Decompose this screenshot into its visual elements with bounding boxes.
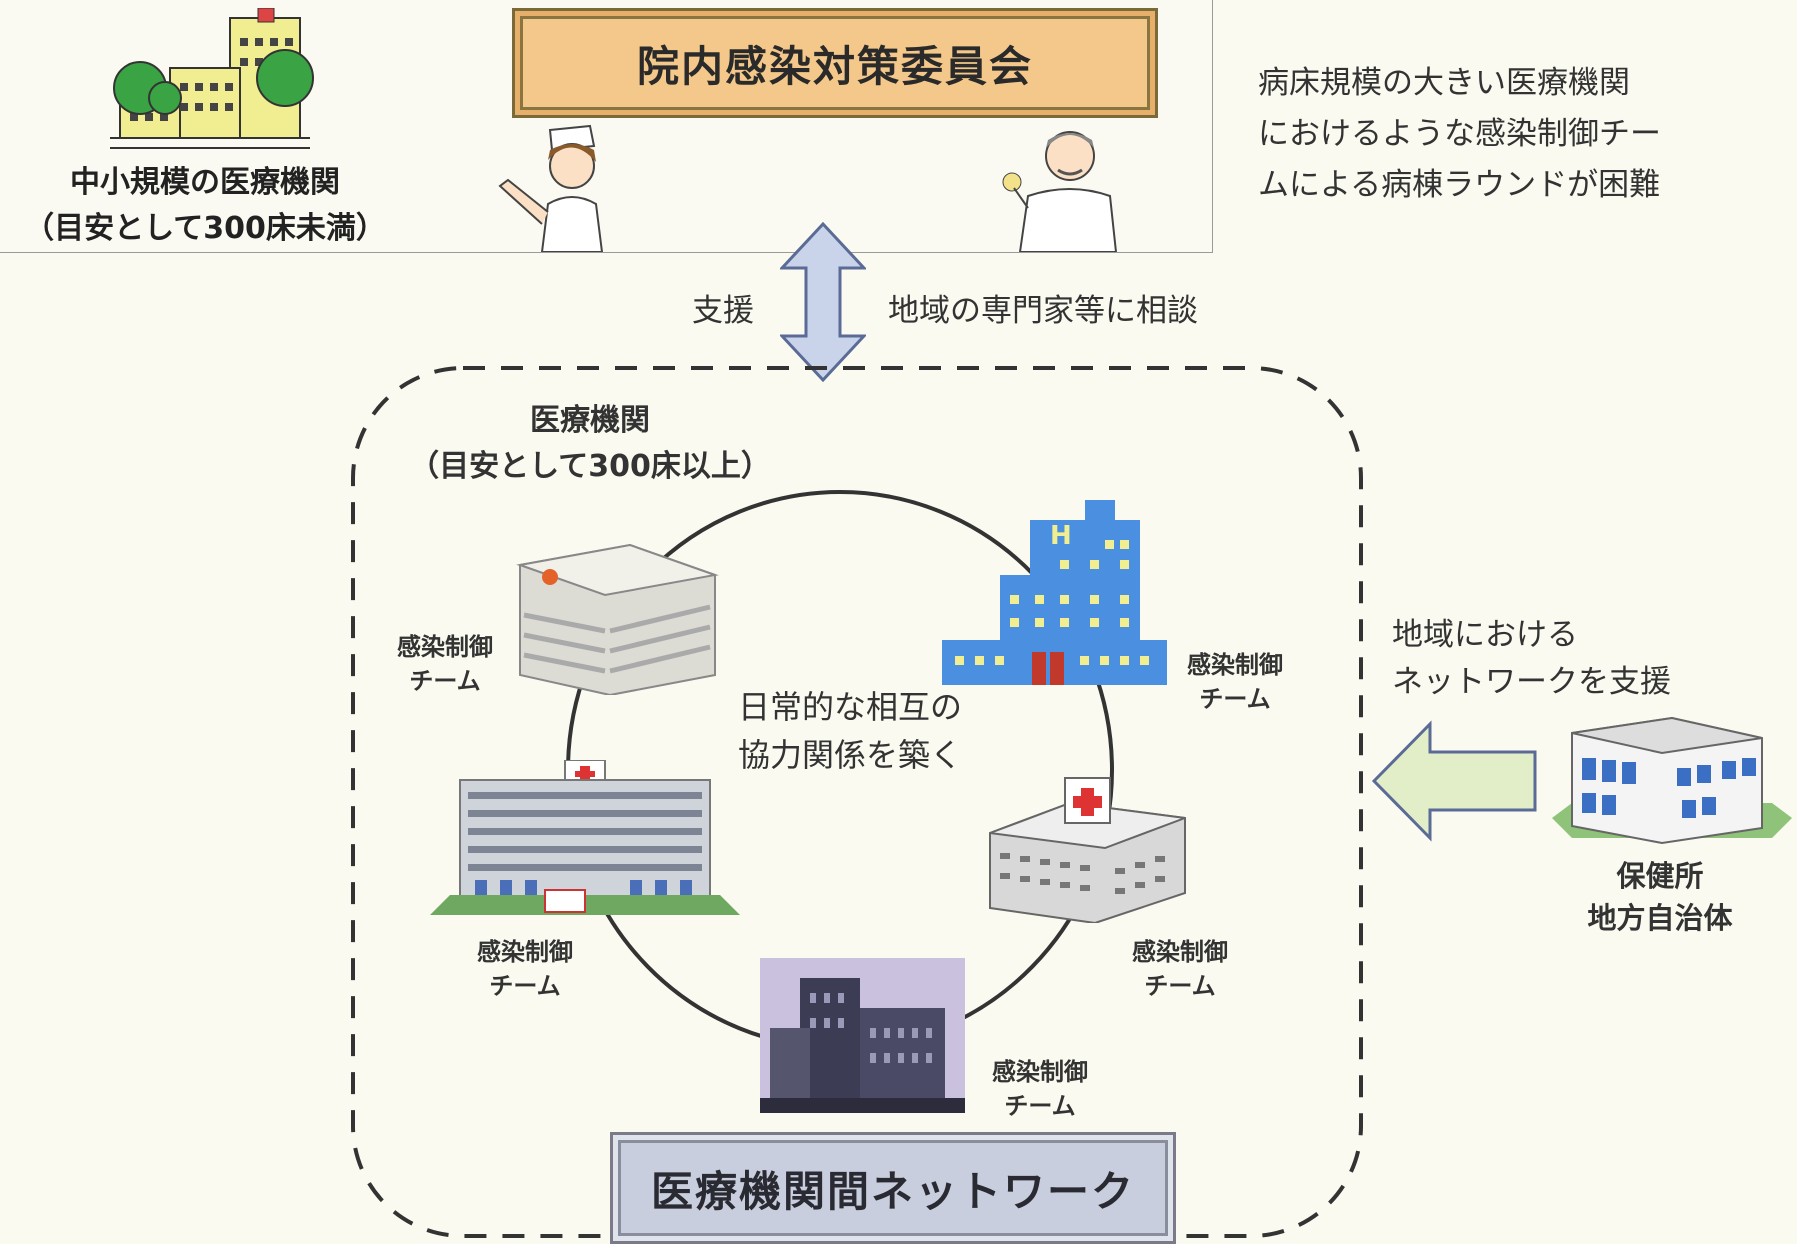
team-label-1: 感染制御 チーム	[370, 630, 520, 698]
nurse-icon	[498, 124, 604, 252]
team-label-4: 感染制御 チーム	[1105, 935, 1255, 1003]
hospital-gray-cube-icon	[516, 543, 719, 695]
team-label-1-line2: チーム	[409, 667, 481, 695]
team-label-3-line2: チーム	[489, 972, 561, 1000]
health-center-line2: 地方自治体	[1587, 901, 1733, 935]
committee-title-box: 院内感染対策委員会	[512, 8, 1158, 118]
health-center-line1: 保健所	[1616, 859, 1704, 893]
team-label-5: 感染制御 チーム	[965, 1055, 1115, 1123]
small-hospital-line2: （目安として300床未満）	[24, 211, 386, 246]
difficulty-line3: ムによる病棟ラウンドが困難	[1258, 167, 1661, 203]
network-title: 医療機関間ネットワーク	[650, 1166, 1135, 1216]
svg-text:H: H	[1050, 521, 1072, 551]
small-hospital-icon	[110, 8, 314, 149]
consult-label: 地域の専門家等に相談	[888, 293, 1198, 329]
team-label-3-line1: 感染制御	[477, 938, 573, 966]
hospital-long-icon	[430, 760, 740, 915]
team-label-1-line1: 感染制御	[397, 633, 493, 661]
support-label: 支援	[692, 293, 754, 329]
difficulty-line2: におけるような感染制御チー	[1258, 116, 1661, 152]
doctor-icon	[1002, 131, 1118, 252]
team-label-5-line2: チーム	[1004, 1092, 1076, 1120]
small-hospital-label: 中小規模の医療機関 （目安として300床未満）	[0, 160, 410, 252]
team-label-2-line2: チーム	[1199, 685, 1271, 713]
health-center-icon	[1552, 716, 1792, 845]
hospital-isometric-icon	[989, 777, 1186, 923]
cooperation-line1: 日常的な相互の	[737, 688, 962, 726]
health-center-label: 保健所 地方自治体	[1540, 855, 1780, 939]
difficulty-note: 病床規模の大きい医療機関 におけるような感染制御チー ムによる病棟ラウンドが困難	[1258, 58, 1778, 211]
cooperation-text: 日常的な相互の 協力関係を築く	[700, 683, 1000, 779]
double-arrow-icon	[780, 222, 866, 382]
network-title-box: 医療機関間ネットワーク	[610, 1132, 1176, 1244]
difficulty-line1: 病床規模の大きい医療機関	[1258, 65, 1630, 101]
large-hospital-line1: 医療機関	[530, 403, 650, 438]
team-label-3: 感染制御 チーム	[450, 935, 600, 1003]
left-arrow-icon	[1371, 720, 1537, 842]
team-label-2: 感染制御 チーム	[1160, 648, 1310, 716]
team-label-2-line1: 感染制御	[1187, 651, 1283, 679]
small-hospital-line1: 中小規模の医療機関	[70, 165, 340, 200]
regional-line1: 地域における	[1392, 617, 1578, 653]
large-hospital-label: 医療機関 （目安として300床以上）	[380, 398, 800, 490]
regional-support-label: 地域における ネットワークを支援	[1392, 612, 1772, 706]
hospital-dark-icon	[760, 958, 965, 1113]
committee-title: 院内感染対策委員会	[636, 41, 1033, 91]
regional-line2: ネットワークを支援	[1392, 664, 1671, 700]
large-hospital-line2: （目安として300床以上）	[409, 449, 771, 484]
hospital-blue-icon: H	[942, 500, 1167, 685]
cooperation-line2: 協力関係を築く	[737, 736, 962, 774]
team-label-4-line2: チーム	[1144, 972, 1216, 1000]
team-label-4-line1: 感染制御	[1132, 938, 1228, 966]
team-label-5-line1: 感染制御	[992, 1058, 1088, 1086]
